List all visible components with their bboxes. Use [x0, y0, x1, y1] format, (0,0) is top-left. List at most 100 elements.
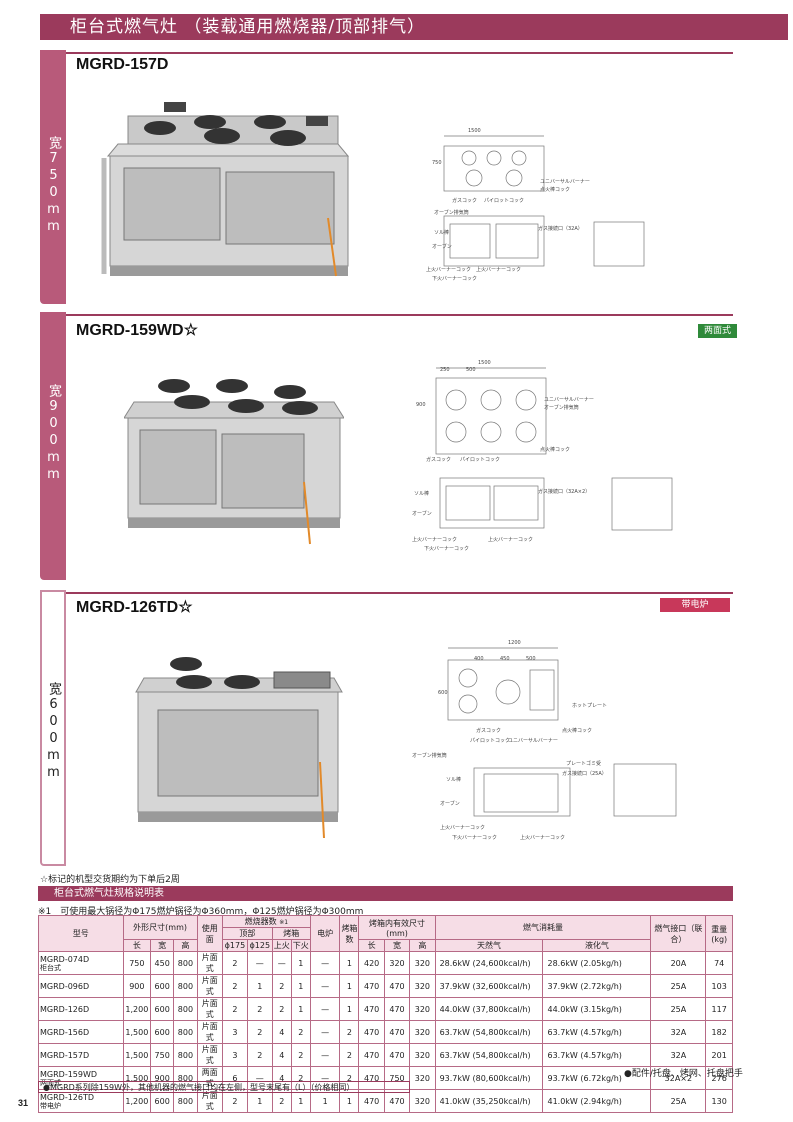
cell-l: 1,500 — [122, 1066, 152, 1090]
cell-down: 1 — [290, 951, 311, 975]
cell-l: 1,500 — [122, 1020, 152, 1044]
cell-ng: 28.6kW (24,600kcal/h) — [434, 951, 544, 975]
drawing-label: ガス接続口（32A） — [538, 226, 583, 232]
cell-w: 750 — [150, 1043, 175, 1067]
star-note: ☆标记的机型交货期约为下单后2周 — [40, 875, 180, 885]
footer-note: ●MGRD系列除159W外，其他机器的燃气接口均在左侧，型号末尾有（L）（价格相… — [38, 1081, 410, 1093]
drawing-label: ガス接続口（25A） — [562, 771, 607, 777]
th-burners-mark: ※1 — [279, 919, 289, 926]
cell-h: 800 — [173, 1066, 198, 1090]
drawing-label: 点火棒コック — [540, 187, 571, 193]
drawing-dim: 600 — [438, 690, 448, 696]
cell-ovens: 1 — [339, 974, 360, 998]
cell-model-name: MGRD-156D — [40, 1027, 90, 1037]
section-rule — [66, 314, 733, 316]
cell-model-sub: 带电炉 — [40, 1101, 61, 1110]
cell-h: 800 — [173, 1020, 198, 1044]
cell-h: 800 — [173, 997, 198, 1021]
drawing-dim: 400 — [474, 656, 484, 662]
cell-iw: 470 — [383, 1020, 411, 1044]
cell-elec: — — [309, 1043, 341, 1067]
drawing-dim: 1500 — [468, 128, 481, 134]
drawing-label: オーブン排気筒 — [544, 405, 579, 411]
cell-inlet: 25A — [650, 974, 707, 998]
th-outer: 外形尺寸(mm) — [122, 915, 198, 940]
th-length: 长 — [122, 939, 152, 952]
cell-il: 420 — [358, 951, 385, 975]
cell-up: — — [271, 951, 292, 975]
drawing-label: オーブン — [412, 511, 432, 517]
cell-il: 470 — [358, 1066, 385, 1090]
cell-ovens: 2 — [339, 1043, 360, 1067]
cell-weight: 276 — [705, 1066, 733, 1090]
th-oven-count: 烤箱数 — [339, 915, 360, 952]
cell-b175: 6 — [221, 1066, 248, 1090]
cell-b125: 1 — [246, 1089, 273, 1113]
drawing-label: プレートゴミ受 — [566, 761, 602, 767]
cell-up: 2 — [271, 974, 292, 998]
cell-down: 1 — [290, 1089, 311, 1113]
drawing-label: オーブン — [432, 244, 452, 250]
cell-w: 600 — [150, 1089, 175, 1113]
cell-b175: 2 — [221, 1089, 248, 1113]
drawing-label: ソル棒 — [434, 230, 450, 236]
cell-up: 4 — [271, 1020, 292, 1044]
cell-side: 片面式 — [196, 1020, 223, 1044]
cell-lpg: 93.7kW (6.72kg/h) — [542, 1066, 652, 1090]
cell-b175: 3 — [221, 1043, 248, 1067]
th-weight: 重量(kg) — [705, 915, 733, 952]
cell-side: 片面式 — [196, 951, 223, 975]
cell-lpg: 37.9kW (2.72kg/h) — [542, 974, 652, 998]
side-tab-label: 宽900mm — [40, 316, 66, 484]
th-upper: 上火 — [271, 939, 292, 952]
cell-l: 1,200 — [122, 997, 152, 1021]
cell-inlet: 32A×2 — [650, 1066, 707, 1090]
cell-ng: 63.7kW (54,800kcal/h) — [434, 1043, 544, 1067]
cell-elec: — — [309, 1020, 341, 1044]
cell-elec: — — [309, 1066, 341, 1090]
badge-electric: 带电炉 — [660, 598, 730, 612]
cell-lpg: 28.6kW (2.05kg/h) — [542, 951, 652, 975]
side-tab-label: 宽600mm — [42, 596, 64, 782]
cell-down: 1 — [290, 997, 311, 1021]
cell-l: 900 — [122, 974, 152, 998]
cell-elec: — — [309, 997, 341, 1021]
cell-ih: 320 — [409, 1043, 436, 1067]
cell-h: 800 — [173, 1043, 198, 1067]
spec-table: 型号 外形尺寸(mm) 使用面 燃烧器数 ※1 电炉 烤箱数 烤箱内有效尺寸(m… — [38, 915, 733, 1113]
cell-model: MGRD-096D — [38, 974, 124, 998]
section-rule — [66, 52, 733, 54]
cell-iw: 320 — [383, 951, 411, 975]
cell-inlet: 32A — [650, 1043, 707, 1067]
cell-h: 800 — [173, 1089, 198, 1113]
cell-w: 450 — [150, 951, 175, 975]
side-tab-label: 宽750mm — [40, 54, 66, 236]
cell-lpg: 44.0kW (3.15kg/h) — [542, 997, 652, 1021]
spec-table-title: 柜台式燃气灶规格说明表 — [38, 886, 733, 901]
drawing-label: ソル棒 — [446, 777, 462, 783]
cell-down: 2 — [290, 1066, 311, 1090]
th-lower: 下火 — [290, 939, 311, 952]
cell-ih: 320 — [409, 1066, 436, 1090]
drawing-label: 下火バーナーコック — [424, 546, 470, 552]
cell-w: 600 — [150, 997, 175, 1021]
side-tab-label-text: 宽750mm — [46, 136, 61, 236]
th-burners-label: 燃烧器数 — [244, 917, 277, 926]
cell-weight: 182 — [705, 1020, 733, 1044]
drawing-label: 上火バーナーコック — [412, 537, 458, 543]
cell-model-sub: 柜台式 — [40, 963, 61, 972]
cell-h: 800 — [173, 951, 198, 975]
cell-b175: 2 — [221, 974, 248, 998]
cell-l: 1,500 — [122, 1043, 152, 1067]
cell-ng: 41.0kW (35,250kcal/h) — [434, 1089, 544, 1113]
page-header: 柜台式燃气灶 （装载通用燃烧器/顶部排气） — [40, 14, 788, 40]
cell-w: 600 — [150, 1020, 175, 1044]
cell-model: MGRD-126D — [38, 997, 124, 1021]
cell-lpg: 41.0kW (2.94kg/h) — [542, 1089, 652, 1113]
drawing-dim: 450 — [500, 656, 510, 662]
product-photo-126td — [135, 657, 343, 839]
